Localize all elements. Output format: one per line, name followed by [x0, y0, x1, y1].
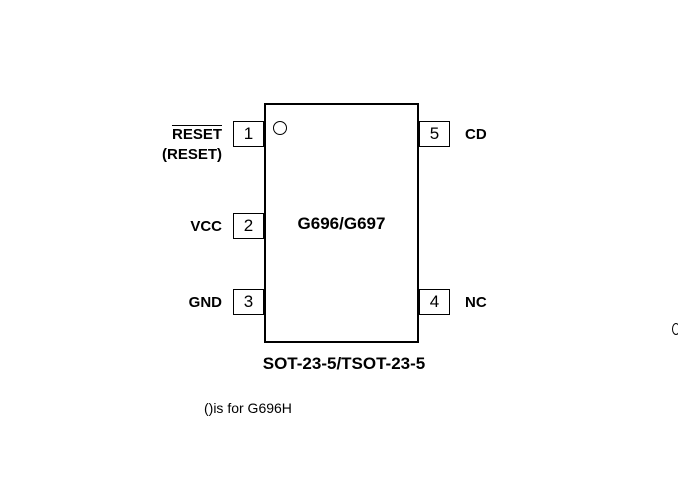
pin-3-label: GND [188, 294, 222, 311]
pin-2-number: 2 [233, 213, 264, 239]
pin-3-number: 3 [233, 289, 264, 315]
pin-4-number: 4 [419, 289, 450, 315]
pin1-indicator-icon [273, 121, 287, 135]
pin-4-label: NC [465, 294, 487, 311]
chip-name: G696/G697 [297, 214, 386, 233]
pin-2-label: VCC [190, 218, 222, 235]
cropped-edge-mark [672, 323, 678, 335]
pin-1-label: RESET [171, 126, 222, 143]
pin-5-number: 5 [419, 121, 450, 147]
pin-1-number: 1 [233, 121, 264, 147]
package-label: SOT-23-5/TSOT-23-5 [262, 354, 426, 373]
pin-5-label: CD [465, 126, 487, 143]
footnote: ()is for G696H [204, 400, 292, 416]
pin-1-alt-label: (RESET) [162, 146, 222, 163]
chip-body [264, 103, 419, 343]
